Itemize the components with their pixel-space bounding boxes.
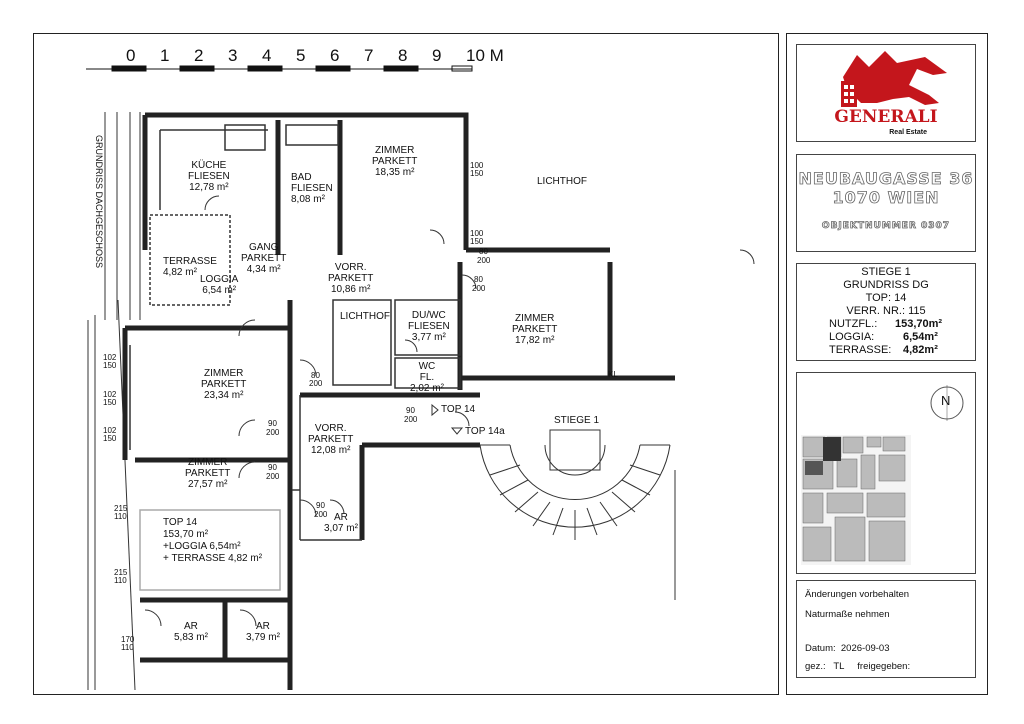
stiege-label: STIEGE 1 [554, 415, 600, 426]
dim-label: 90 [268, 419, 277, 428]
scale-tick-6: 6 [330, 46, 340, 65]
compass-letter: N [941, 393, 951, 408]
scale-tick-8: 8 [398, 46, 408, 65]
staircase [479, 429, 676, 600]
note-date: Datum: 2026-09-03 [805, 643, 890, 654]
note-gez: gez.: TL freigegeben: [805, 661, 911, 672]
dim-label: 100 [470, 161, 484, 170]
brand-name: GENERALI [834, 107, 938, 127]
side-label: GRUNDRISS DACHGESCHOSS [94, 135, 104, 269]
dim-label: 170 [121, 635, 135, 644]
address-city: 1070 WIEN [832, 188, 940, 208]
dim-label: 215 [114, 568, 128, 577]
kl-label: KL [608, 370, 618, 379]
top14-label: TOP 14 [441, 404, 476, 415]
dim-label: 200 [477, 256, 491, 265]
dim-label: 200 [266, 472, 280, 481]
dim-label: 100 [470, 229, 484, 238]
dim-label: 90 [316, 501, 325, 510]
note-measure: Naturmaße nehmen [805, 609, 890, 620]
scale-tick-5: 5 [296, 46, 306, 65]
brand-tagline: Real Estate [889, 129, 927, 136]
dim-label: 200 [309, 379, 323, 388]
address-street: NEUBAUGASSE 36 [798, 169, 974, 189]
dim-label: 110 [121, 643, 134, 652]
site-plan-map [801, 435, 911, 565]
lichthof-label: LICHTHOF [537, 176, 587, 187]
info-grundriss: GRUNDRISS DG [843, 279, 929, 291]
address-panel: NEUBAUGASSE 36 1070 WIEN OBJEKTNUMMER 03… [796, 154, 976, 252]
logo-panel: GENERALI Real Estate [796, 44, 976, 142]
object-number: OBJEKTNUMMER 0307 [821, 221, 951, 232]
info-loggia: LOGGIA:6,54m² [829, 331, 938, 343]
dim-label: 215 [114, 504, 128, 513]
info-nutzfl: NUTZFL.:153,70m² [829, 318, 943, 330]
drawing-frame [33, 33, 779, 695]
dim-label: 80 [474, 275, 483, 284]
dim-label: 80 [311, 371, 320, 380]
scale-tick-0: 0 [126, 46, 136, 65]
dim-label: 150 [470, 169, 484, 178]
dim-label: 150 [103, 434, 117, 443]
dim-label: 200 [314, 510, 328, 519]
titleblock-frame [786, 33, 988, 695]
scale-tick-2: 2 [194, 46, 204, 65]
dim-label: 150 [470, 237, 484, 246]
dim-label: 110 [114, 576, 127, 585]
dim-label: 90 [406, 406, 415, 415]
scale-bar [86, 65, 473, 72]
info-panel: STIEGE 1 GRUNDRISS DG TOP: 14 VERR. NR.:… [796, 263, 976, 361]
dim-label: 102 [103, 353, 117, 362]
dim-label: 150 [103, 361, 117, 370]
dim-label: 110 [114, 512, 127, 521]
dim-label: 102 [103, 390, 117, 399]
dim-label: 102 [103, 426, 117, 435]
info-terrasse: TERRASSE:4,82m² [829, 344, 938, 356]
dim-label: 80 [479, 247, 488, 256]
scale-tick-1: 1 [160, 46, 170, 65]
notes-panel: Änderungen vorbehalten Naturmaße nehmen … [796, 580, 976, 678]
room-lichthof-inner: LICHTHOF [340, 311, 390, 322]
dim-label: 200 [472, 284, 486, 293]
scale-tick-7: 7 [364, 46, 374, 65]
dim-label: 90 [268, 463, 277, 472]
dim-label: 200 [404, 415, 418, 424]
info-top: TOP: 14 [865, 292, 907, 304]
dim-label: 200 [266, 428, 280, 437]
top14a-label: TOP 14a [465, 426, 505, 437]
scale-tick-10: 10 M [466, 46, 504, 65]
scale-tick-9: 9 [432, 46, 442, 65]
info-verr: VERR. NR.: 115 [846, 305, 926, 317]
generali-lion-logo [841, 51, 947, 107]
note-changes: Änderungen vorbehalten [805, 589, 910, 600]
info-stiege: STIEGE 1 [861, 266, 911, 278]
scale-tick-4: 4 [262, 46, 272, 65]
dim-label: 150 [103, 398, 117, 407]
site-plan-panel: N [796, 372, 976, 574]
compass-icon [930, 385, 964, 421]
scale-tick-3: 3 [228, 46, 238, 65]
unit-summary: TOP 14 153,70 m² +LOGGIA 6,54m² + TERRAS… [163, 517, 263, 564]
